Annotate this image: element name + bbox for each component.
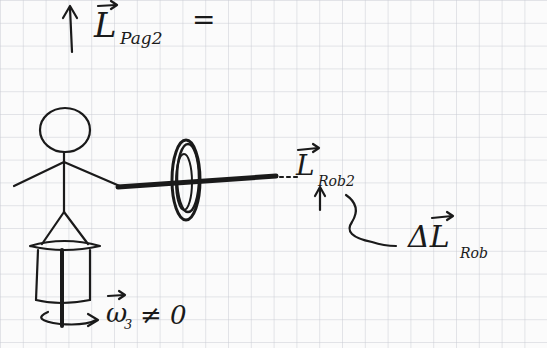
- subscript-label: Rob2: [318, 174, 355, 188]
- equals-sign: =: [192, 6, 215, 34]
- subscript-label: 3: [124, 318, 132, 331]
- vector-symbol: L: [296, 152, 315, 180]
- subscript-label: Rob: [460, 246, 488, 260]
- vector-symbol: L: [94, 8, 117, 42]
- subscript-label: Pag2: [120, 30, 163, 47]
- inequality-label: ≠ 0: [140, 302, 187, 328]
- vector-symbol: ΔL: [408, 222, 450, 252]
